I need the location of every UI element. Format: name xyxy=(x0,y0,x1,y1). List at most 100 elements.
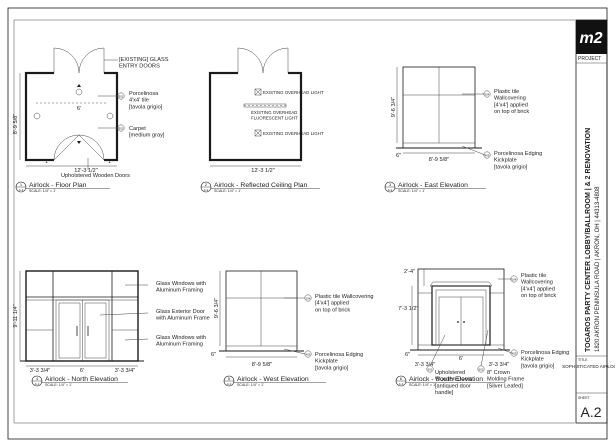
floor-plan-view-ref: A.2 xyxy=(19,188,24,192)
west-wall xyxy=(225,270,298,352)
north-note-2-lines: Glass Exterior Door xyxy=(156,309,205,315)
west-note-tag-1 xyxy=(304,294,312,302)
floor-plan-bottom-door-swing-left xyxy=(53,134,80,161)
floor-plan-note-1-lines-line: 4'x4' tile xyxy=(129,98,149,104)
floor-plan-view-number: 1 xyxy=(20,182,23,187)
south-note-4-lines-line: Molding Frame xyxy=(487,377,524,383)
east-note-1-lines: Plastic tile xyxy=(494,89,519,95)
east-note-2-lines: Porcelinosa Edging xyxy=(494,151,542,157)
ceiling-light-2-lines: EXISTING OVERHEAD xyxy=(251,110,297,115)
south-note-tag-4-label: 601 xyxy=(479,368,484,372)
north-door-left-glass xyxy=(58,302,81,359)
south-leader-2 xyxy=(497,347,513,354)
north-door-right-glass xyxy=(84,302,107,359)
south-note-3-lines: Upholstered xyxy=(435,370,465,376)
title-block: m2 PROJECT TOGAROS PARTY CENTER LOBBY/BA… xyxy=(562,19,615,424)
south-view-scale: SCALE: 1/4" = 1' xyxy=(409,383,436,387)
north-dim-right: 3'-3 3/4" xyxy=(115,368,135,374)
south-door-handle-r xyxy=(463,321,465,323)
east-view-number: 3 xyxy=(389,182,392,187)
north-leader-2 xyxy=(99,312,149,316)
north-wall xyxy=(25,270,139,362)
floor-plan-note-1-lines: Porcelinosa xyxy=(129,91,159,97)
floor-plan-note-2-lines-line: [medium gray] xyxy=(129,133,165,139)
west-note-tag-2 xyxy=(304,350,312,358)
south-note-3-lines-line: [antiqued door xyxy=(435,383,471,389)
floor-plan-arrow-up xyxy=(77,84,81,87)
south-door-handle-l xyxy=(457,321,459,323)
south-note-4-lines-line: [Silver Leafed] xyxy=(487,383,523,389)
sheet-number: A.2 xyxy=(580,404,601,420)
east-view-title: Airlock - East Elevation xyxy=(398,182,468,189)
east-note-tag-1 xyxy=(483,90,491,98)
subtitle-label: TITLE xyxy=(578,358,588,362)
south-view-ref: A.2 xyxy=(399,382,404,386)
east-note-1-lines-line: Wallcovering xyxy=(494,96,526,102)
south-leader-3 xyxy=(429,334,446,367)
ceiling-light-2-lines-line: FLUORESCENT LIGHT xyxy=(251,115,298,120)
north-note-2-lines-line: with Aluminum Frame xyxy=(155,316,210,322)
east-note-tag-2 xyxy=(483,151,491,159)
south-note-1-lines-line: Wallcovering xyxy=(521,280,553,286)
west-width-dim: 8'-9 5/8" xyxy=(252,362,272,368)
south-view-number: 6 xyxy=(400,376,403,381)
south-note-tag-3-label: 501 xyxy=(428,368,433,372)
floor-plan-view-scale: SCALE: 1/4" = 1' xyxy=(29,189,56,193)
south-top-dim: 2'-4" xyxy=(404,269,415,275)
east-leader-2 xyxy=(461,145,486,156)
west-note-tag-1-label: 104 xyxy=(306,297,311,301)
floor-plan-tag-right xyxy=(106,112,114,120)
south-crown-molding-top xyxy=(429,281,493,287)
south-note-1-lines-line: [4'x4'] applied xyxy=(521,286,555,292)
floor-plan-note-tag-1-label: 301 xyxy=(119,95,124,99)
west-note-tag-2-label: 403 xyxy=(306,353,311,357)
north-note-1-lines: Glass Windows with xyxy=(156,281,206,287)
north-view-number: 4 xyxy=(36,376,39,381)
floor-plan-note-tag-2 xyxy=(117,124,125,132)
floor-plan-inner-dim: 6' xyxy=(77,106,81,112)
south-note-2-lines-line: Kickplate xyxy=(521,357,544,363)
floor-plan-tag-top xyxy=(75,88,83,96)
ceiling-view-scale: SCALE: 1/4" = 1' xyxy=(214,189,241,193)
west-note-2-lines: Porcelinosa Edging xyxy=(315,352,363,358)
east-view-scale: SCALE: 1/4" = 1' xyxy=(398,189,425,193)
west-view-title: Airlock - West Elevation xyxy=(237,376,309,383)
view-reflected-ceiling-plan: EXISTING OVERHEAD LIGHT EXISTING OVERHEA… xyxy=(200,47,324,193)
west-view-scale: SCALE: 1/4" = 1' xyxy=(237,383,264,387)
south-note-tag-3 xyxy=(426,365,434,373)
east-note-1-lines-line: [4'x4'] applied xyxy=(494,102,528,108)
east-note-2-lines-line: Kickplate xyxy=(494,158,517,164)
south-dim-left: 3'-3 3/4" xyxy=(415,362,435,368)
west-height-dim: 9'-6 3/4" xyxy=(214,298,220,318)
east-note-1-lines-line: on top of brick xyxy=(494,109,529,115)
west-note-1-lines-line: [4'x4'] applied xyxy=(315,301,349,307)
west-view-ref: A.2 xyxy=(227,382,232,386)
floor-plan-top-note-lines-line: ENTRY DOORS xyxy=(119,64,160,70)
south-note-2-lines-line: [tavola grigio] xyxy=(521,363,555,369)
south-note-tag-2-label: 403 xyxy=(512,352,517,356)
logo-box xyxy=(576,20,607,54)
north-view-scale: SCALE: 1/4" = 1' xyxy=(45,383,72,387)
floor-plan-note-1-lines-line: [tavola grigio] xyxy=(129,104,163,110)
south-note-tag-1 xyxy=(510,275,518,283)
ceiling-top-door-swing-right xyxy=(262,47,289,74)
ceiling-light-3-x2 xyxy=(254,129,262,137)
floor-plan-top-door-swing-right xyxy=(78,47,105,74)
floor-plan-note-2: Carpet[medium gray] xyxy=(129,126,165,139)
floor-plan-walls xyxy=(24,71,119,162)
east-height-dim: 9'-6 3/4" xyxy=(391,97,397,117)
ceiling-width-dim: 12'-3 1/2" xyxy=(251,168,275,174)
ceiling-light-3 xyxy=(254,129,262,137)
south-note-tag-2 xyxy=(510,349,518,357)
floor-plan-note-tag-1 xyxy=(117,92,125,100)
north-note-3-lines: Glass Windows with xyxy=(156,335,206,341)
ceiling-view-number: 2 xyxy=(205,182,208,187)
